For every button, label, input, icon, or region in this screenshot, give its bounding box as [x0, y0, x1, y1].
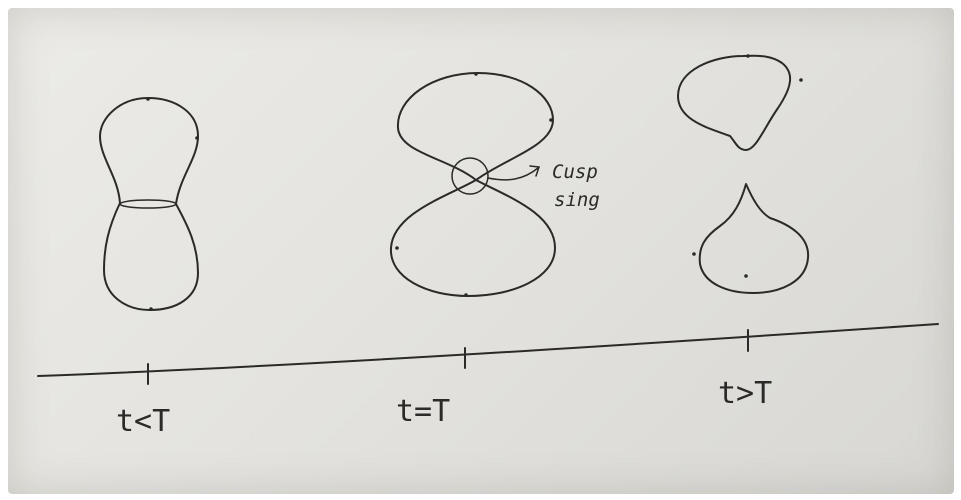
- marker-dot: [195, 136, 199, 140]
- marker-dot: [395, 246, 399, 250]
- marker-dot: [474, 72, 478, 76]
- marker-dot: [149, 307, 153, 311]
- lower-lobe: [389, 179, 556, 297]
- marker-dot: [549, 118, 553, 122]
- marker-dot: [692, 252, 696, 256]
- pointer-arrow: [487, 167, 539, 181]
- marker-dot: [744, 274, 748, 278]
- tick-label-before: t<T: [116, 404, 170, 439]
- tick-label-at: t=T: [396, 394, 450, 429]
- upper-lobe: [396, 72, 554, 181]
- time-axis: [37, 323, 939, 377]
- shape-at-pinch: [389, 72, 556, 297]
- cusp-highlight-circle: [451, 157, 489, 195]
- annotation-cusp: Cusp: [552, 161, 598, 183]
- annotation-sing: sing: [554, 189, 600, 211]
- marker-dot: [146, 97, 150, 101]
- shape-before-pinch: [99, 97, 199, 311]
- hand-drawn-diagram: t<T t=T t>T Cusp sing: [37, 54, 939, 439]
- marker-dot: [746, 54, 750, 58]
- shape-after-pinch: [677, 54, 810, 294]
- marker-dot: [799, 78, 803, 82]
- marker-dot: [464, 293, 468, 297]
- upper-piece: [677, 54, 792, 151]
- lower-piece: [698, 183, 810, 294]
- neck-ring: [119, 199, 177, 209]
- paper-sheet: t<T t=T t>T Cusp sing: [8, 8, 954, 494]
- pointer-arrowhead: [529, 165, 541, 177]
- peanut-outline: [99, 97, 199, 311]
- tick-label-after: t>T: [718, 376, 772, 411]
